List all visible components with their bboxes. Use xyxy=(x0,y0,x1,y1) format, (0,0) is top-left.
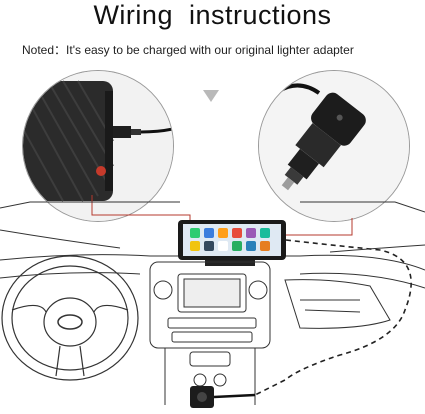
center-console xyxy=(149,261,271,405)
app-icon xyxy=(232,228,242,238)
app-icon xyxy=(218,241,228,251)
down-arrow-icon xyxy=(203,90,219,102)
power-indicator-icon xyxy=(96,166,106,176)
app-icon xyxy=(190,241,200,251)
brand-logo-icon xyxy=(57,314,83,330)
app-grid xyxy=(190,228,270,251)
page-title: Wiring instructions xyxy=(93,0,332,30)
device-port-illustration xyxy=(23,71,173,221)
lighter-adapter-closeup xyxy=(258,70,410,222)
device-port-closeup xyxy=(22,70,174,222)
app-icon xyxy=(246,228,256,238)
app-icon xyxy=(190,228,200,238)
lighter-socket xyxy=(190,386,256,408)
app-icon xyxy=(204,228,214,238)
note-text: Noted：It's easy to be charged with our o… xyxy=(22,43,354,57)
app-icon xyxy=(218,228,228,238)
adapter-tip-icon xyxy=(281,177,295,191)
power-cable-path xyxy=(254,239,412,396)
app-icon xyxy=(232,241,242,251)
car-interior-illustration xyxy=(0,195,425,408)
lighter-adapter-illustration xyxy=(259,71,409,221)
app-icon xyxy=(204,241,214,251)
app-icon xyxy=(260,228,270,238)
carplay-device xyxy=(178,220,286,266)
usb-plug-icon xyxy=(113,126,131,138)
app-icon xyxy=(260,241,270,251)
app-icon xyxy=(246,241,256,251)
steering-wheel xyxy=(1,255,139,381)
